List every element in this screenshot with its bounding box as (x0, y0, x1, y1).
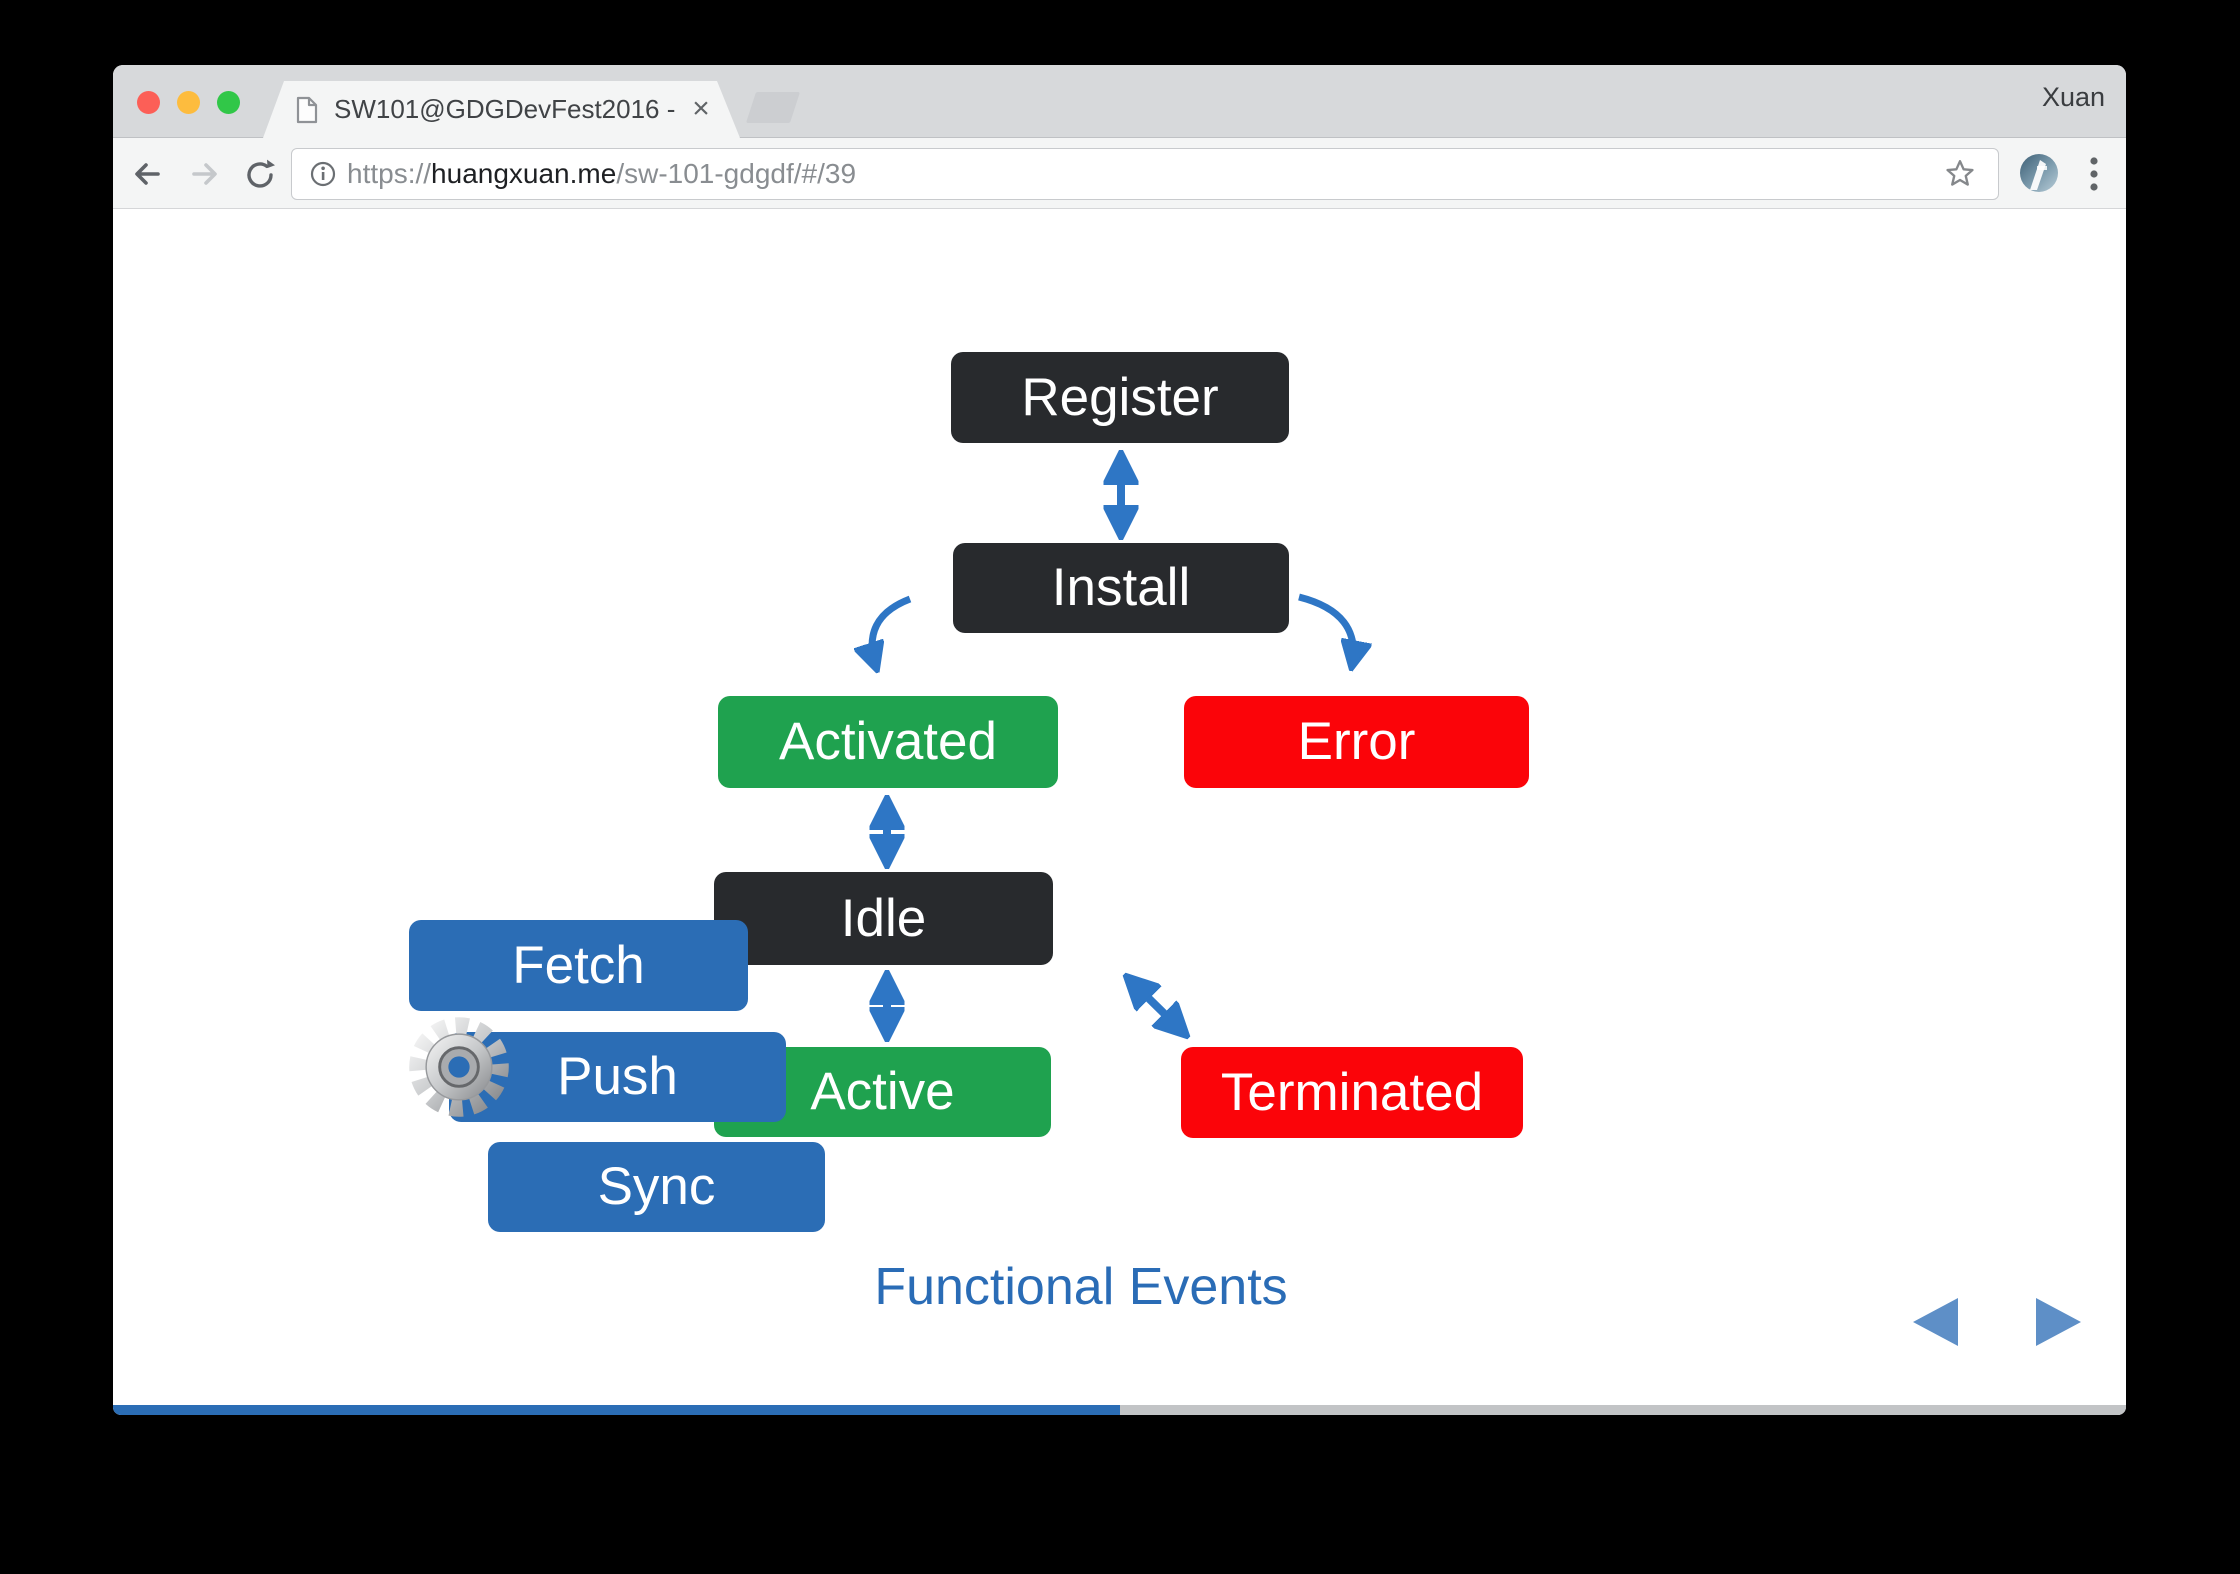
traffic-zoom-button[interactable] (217, 91, 240, 114)
url-scheme: https:// (347, 158, 432, 189)
node-activated: Activated (718, 696, 1058, 788)
browser-tab[interactable]: SW101@GDGDevFest2016 - ( × (263, 81, 740, 138)
address-bar-input[interactable]: https://huangxuan.me/sw-101-gdgdf/#/39 (291, 148, 1999, 200)
node-terminated: Terminated (1181, 1047, 1523, 1138)
node-register: Register (951, 352, 1289, 443)
kebab-menu-icon[interactable] (2088, 156, 2100, 197)
url-text: https://huangxuan.me/sw-101-gdgdf/#/39 (347, 149, 856, 199)
window-titlebar[interactable]: SW101@GDGDevFest2016 - ( × Xuan (113, 65, 2126, 138)
back-button[interactable] (131, 158, 163, 195)
node-install: Install (953, 543, 1289, 633)
node-idle: Idle (714, 872, 1053, 965)
next-slide-button[interactable] (2036, 1298, 2081, 1346)
bookmark-star-icon[interactable] (1944, 158, 1976, 195)
forward-button[interactable] (189, 158, 221, 195)
page-favicon-icon (296, 96, 318, 129)
slide-progress-fill (113, 1405, 1120, 1415)
profile-name-label: Xuan (2041, 82, 2105, 112)
url-host: huangxuan.me (431, 158, 617, 189)
tab-close-icon[interactable]: × (692, 92, 710, 125)
slide-progress-bar (113, 1405, 2126, 1415)
slide-caption: Functional Events (874, 1258, 1288, 1316)
browser-window: SW101@GDGDevFest2016 - ( × Xuan (113, 65, 2126, 1415)
node-push: Push (449, 1032, 786, 1122)
traffic-minimize-button[interactable] (177, 91, 200, 114)
node-sync: Sync (488, 1142, 825, 1232)
page-info-icon[interactable] (309, 160, 337, 193)
reload-icon[interactable] (243, 158, 277, 197)
gear-icon (401, 1009, 517, 1130)
tab-title: SW101@GDGDevFest2016 - ( (334, 81, 684, 138)
node-error: Error (1184, 696, 1529, 788)
url-path: /sw-101-gdgdf/#/39 (616, 158, 857, 189)
prev-slide-button[interactable] (1913, 1298, 1958, 1346)
new-tab-button[interactable] (745, 92, 801, 123)
browser-avatar-icon[interactable] (2018, 152, 2060, 199)
traffic-close-button[interactable] (137, 91, 160, 114)
node-fetch: Fetch (409, 920, 748, 1011)
browser-toolbar: https://huangxuan.me/sw-101-gdgdf/#/39 (113, 138, 2126, 209)
tab-title-overflow: ( (683, 94, 684, 124)
